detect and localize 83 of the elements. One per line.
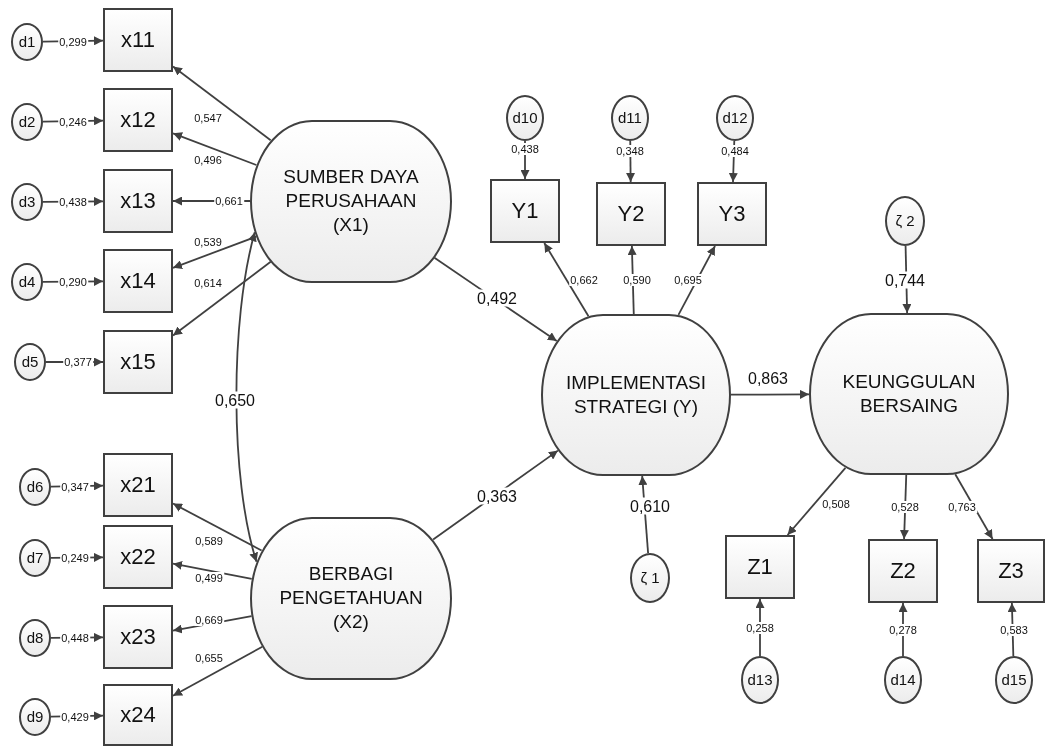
error-term-circle: d3 — [11, 183, 43, 221]
edge-label: 0,347 — [60, 481, 90, 493]
edge-label: 0,669 — [194, 614, 224, 626]
arrow — [172, 260, 272, 337]
edge-label: 0,539 — [193, 236, 223, 248]
arrow — [172, 502, 263, 552]
edge-label: 0,528 — [890, 501, 920, 513]
indicator-box: Y1 — [490, 179, 560, 243]
arrow — [172, 65, 272, 142]
edge-label: 0,258 — [745, 622, 775, 634]
error-term-circle: d8 — [19, 619, 51, 657]
arrow — [627, 245, 637, 315]
edge-label: 0,655 — [194, 652, 224, 664]
edge-label: 0,610 — [629, 497, 671, 515]
indicator-box: x15 — [103, 330, 173, 394]
edge-label: 0,299 — [58, 36, 88, 48]
edge-label: 0,438 — [510, 143, 540, 155]
indicator-box: x11 — [103, 8, 173, 72]
indicator-box: Y2 — [596, 182, 666, 246]
edge-label: 0,484 — [720, 145, 750, 157]
edge-label: 0,492 — [476, 289, 518, 307]
edge-label: 0,438 — [58, 196, 88, 208]
arrow — [543, 242, 590, 318]
indicator-box: x23 — [103, 605, 173, 669]
edge-label: 0,589 — [194, 535, 224, 547]
error-term-circle: d7 — [19, 539, 51, 577]
edge-label: 0,246 — [58, 116, 88, 128]
error-term-circle: d2 — [11, 103, 43, 141]
edge-label: 0,583 — [999, 624, 1029, 636]
indicator-box: x22 — [103, 525, 173, 589]
indicator-box: Y3 — [697, 182, 767, 246]
edge-label: 0,290 — [58, 276, 88, 288]
edge-label: 0,348 — [615, 145, 645, 157]
edge-label: 0,662 — [569, 274, 599, 286]
error-term-circle: d14 — [884, 656, 922, 704]
edge-label: 0,614 — [193, 277, 223, 289]
indicator-box: Z3 — [977, 539, 1045, 603]
error-term-circle: d13 — [741, 656, 779, 704]
error-term-circle: ζ 1 — [630, 553, 670, 603]
latent-variable-node: KEUNGGULAN BERSAING — [809, 313, 1009, 475]
arrow — [755, 598, 765, 657]
indicator-box: x12 — [103, 88, 173, 152]
indicator-box: x13 — [103, 169, 173, 233]
edge-label: 0,590 — [622, 274, 652, 286]
error-term-circle: d12 — [716, 95, 754, 141]
indicator-box: x24 — [103, 684, 173, 746]
edge-label: 0,363 — [476, 487, 518, 505]
edge-label: 0,499 — [194, 572, 224, 584]
edge-label: 0,547 — [193, 112, 223, 124]
error-term-circle: d9 — [19, 698, 51, 736]
edge-label: 0,496 — [193, 154, 223, 166]
error-term-circle: d15 — [995, 656, 1033, 704]
latent-variable-node: BERBAGI PENGETAHUAN (X2) — [250, 516, 452, 680]
edge-label: 0,863 — [747, 369, 789, 387]
arrow — [786, 466, 847, 536]
edge-label: 0,249 — [60, 552, 90, 564]
edge-label: 0,429 — [60, 711, 90, 723]
edge-label: 0,695 — [673, 274, 703, 286]
edge-label: 0,448 — [60, 632, 90, 644]
edge-label: 0,377 — [63, 356, 93, 368]
indicator-box: x21 — [103, 453, 173, 517]
edge-label: 0,508 — [821, 498, 851, 510]
indicator-box: x14 — [103, 249, 173, 313]
edge-label: 0,763 — [947, 501, 977, 513]
error-term-circle: ζ 2 — [885, 196, 925, 246]
arrow — [172, 645, 264, 697]
edge-label: 0,744 — [884, 271, 926, 289]
error-term-circle: d11 — [611, 95, 649, 141]
edge-label: 0,650 — [214, 391, 256, 409]
latent-variable-node: SUMBER DAYA PERUSAHAAN (X1) — [250, 119, 452, 283]
error-term-circle: d6 — [19, 468, 51, 506]
edge-label: 0,278 — [888, 624, 918, 636]
arrow — [730, 389, 810, 399]
error-term-circle: d1 — [11, 23, 43, 61]
indicator-box: Z2 — [868, 539, 938, 603]
error-term-circle: d5 — [14, 343, 46, 381]
error-term-circle: d10 — [506, 95, 544, 141]
indicator-box: Z1 — [725, 535, 795, 599]
error-term-circle: d4 — [11, 263, 43, 301]
edge-label: 0,661 — [214, 195, 244, 207]
arrow — [172, 132, 258, 166]
arrow — [235, 231, 259, 563]
latent-variable-node: IMPLEMENTASI STRATEGI (Y) — [541, 314, 731, 476]
